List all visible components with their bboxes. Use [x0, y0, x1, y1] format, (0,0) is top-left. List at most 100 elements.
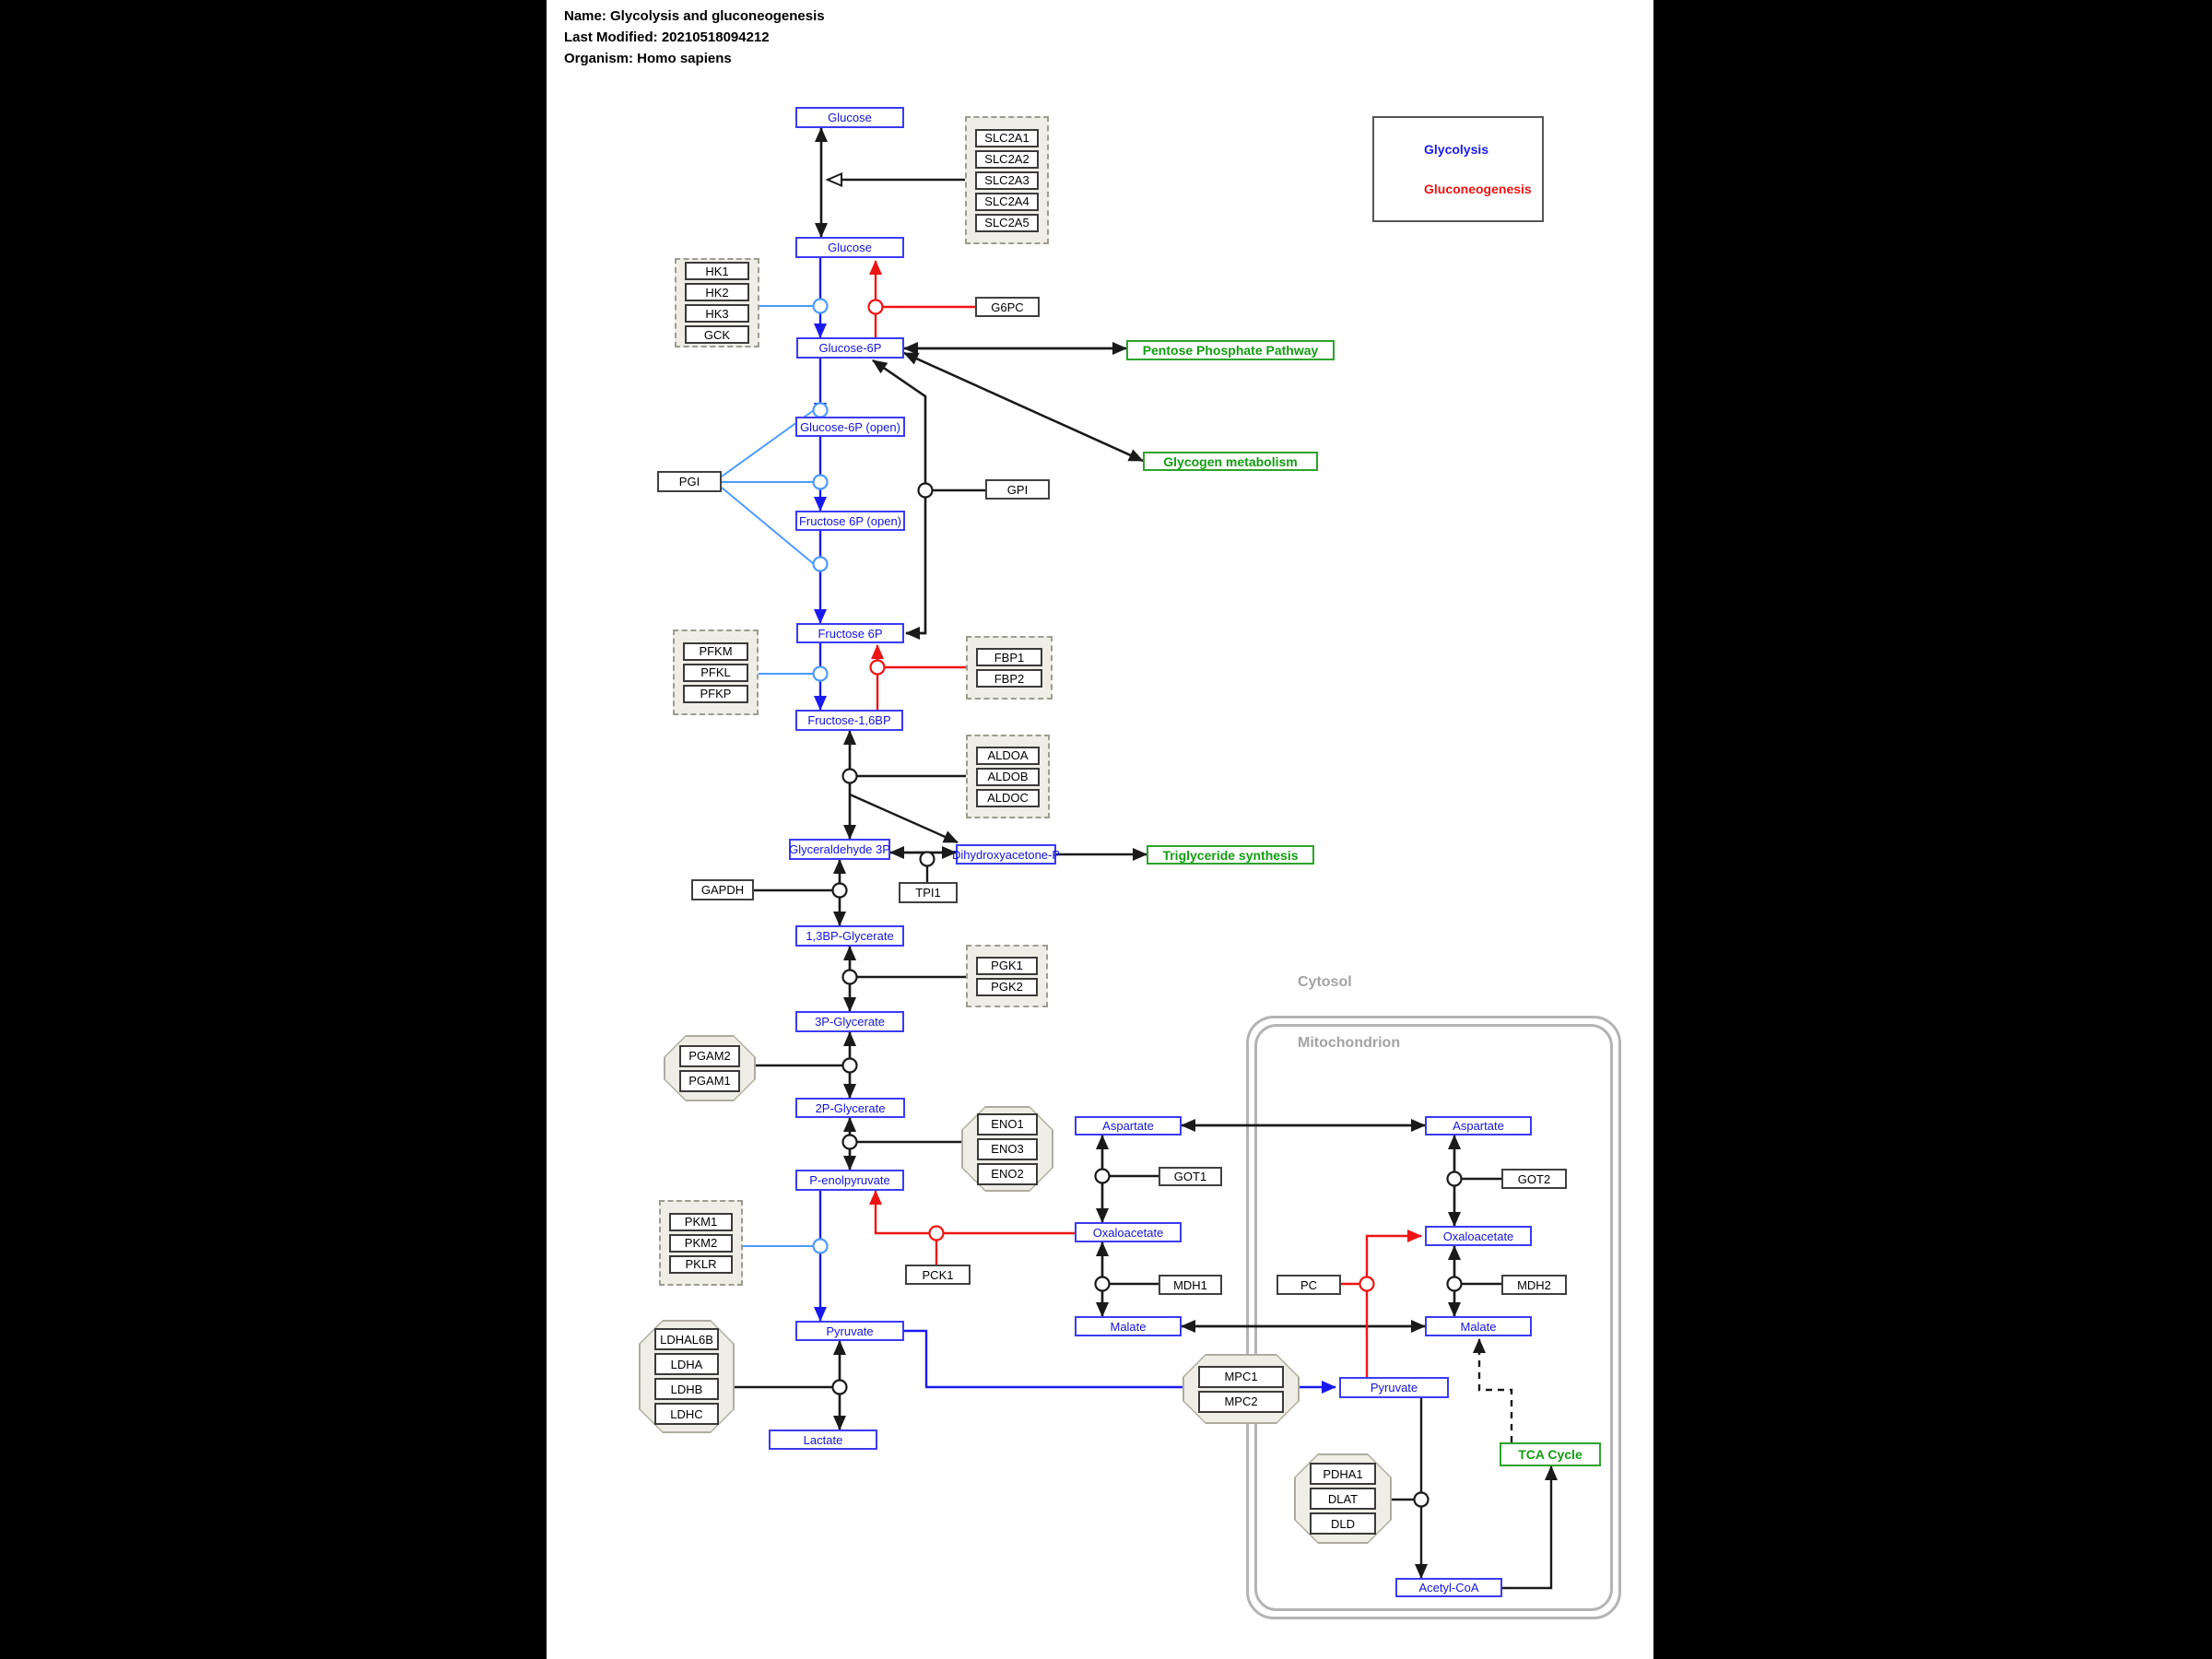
reaction-anchor[interactable]	[841, 768, 858, 784]
group-item-ldha[interactable]: LDHA	[654, 1353, 719, 1375]
edge-pyruvate-transport[interactable]	[904, 1329, 1336, 1394]
metabolite-oxaloacetate-cytosol[interactable]: Oxaloacetate	[1075, 1222, 1182, 1242]
edge-f6p-to-g6p-reversible-reverse[interactable]	[872, 359, 927, 635]
group-item-ldhc[interactable]: LDHC	[654, 1403, 719, 1425]
reaction-anchor[interactable]	[1094, 1276, 1111, 1292]
metabolite-malate-mito[interactable]: Malate	[1425, 1316, 1532, 1336]
metabolite-dihydroxyacetone-p[interactable]: Dihydroxyacetone-P	[952, 844, 1060, 865]
enzyme-gapdh[interactable]: GAPDH	[691, 879, 754, 900]
group-item-aldoa[interactable]: ALDOA	[976, 746, 1040, 765]
enzyme-g6pc[interactable]: G6PC	[975, 297, 1040, 317]
reaction-anchor[interactable]	[831, 882, 848, 899]
metabolite-aspartate-mito[interactable]: Aspartate	[1425, 1116, 1532, 1135]
group-item-slc2a4[interactable]: SLC2A4	[975, 192, 1039, 211]
edge-tca-to-malate[interactable]	[1473, 1338, 1513, 1442]
reaction-anchor[interactable]	[1413, 1491, 1430, 1508]
metabolite-glucose-6p[interactable]: Glucose-6P	[796, 337, 904, 359]
metabolite-glucose-6p-open[interactable]: Glucose-6P (open)	[795, 417, 905, 437]
group-item-mpc2[interactable]: MPC2	[1198, 1390, 1284, 1413]
group-item-eno2[interactable]: ENO2	[977, 1162, 1038, 1185]
enzyme-pck1[interactable]: PCK1	[905, 1265, 971, 1285]
enzyme-mdh1[interactable]: MDH1	[1159, 1275, 1222, 1295]
reaction-anchor[interactable]	[812, 298, 829, 314]
group-item-pfkm[interactable]: PFKM	[683, 641, 748, 661]
metabolite-pyruvate-mito[interactable]: Pyruvate	[1339, 1377, 1449, 1398]
group-item-pgk1[interactable]: PGK1	[976, 956, 1038, 975]
metabolite-fructose-16bp[interactable]: Fructose-1,6BP	[795, 710, 903, 731]
reaction-anchor[interactable]	[831, 1379, 848, 1395]
group-item-pkm1[interactable]: PKM1	[669, 1212, 733, 1231]
group-item-hk3[interactable]: HK3	[685, 304, 749, 323]
edge-g6p-to-glycogen-reverse[interactable]	[903, 351, 1144, 463]
reaction-anchor[interactable]	[812, 665, 829, 682]
group-item-dlat[interactable]: DLAT	[1310, 1488, 1376, 1510]
group-item-slc2a2[interactable]: SLC2A2	[975, 149, 1039, 169]
reaction-anchor[interactable]	[841, 1134, 858, 1150]
group-item-mpc1[interactable]: MPC1	[1198, 1365, 1284, 1388]
edge-f16bp-to-dhap[interactable]	[849, 793, 959, 844]
metabolite-acetyl-coa[interactable]: Acetyl-CoA	[1395, 1578, 1502, 1597]
group-item-pgam1[interactable]: PGAM1	[679, 1069, 740, 1092]
metabolite-oxaloacetate-mito[interactable]: Oxaloacetate	[1425, 1226, 1532, 1246]
metabolite-fructose-6p[interactable]: Fructose 6P	[796, 623, 904, 643]
group-item-pgk2[interactable]: PGK2	[976, 977, 1038, 996]
edge-acetylcoa-to-tca[interactable]	[1502, 1465, 1558, 1590]
reaction-anchor[interactable]	[928, 1225, 945, 1241]
metabolite-13bp-glycerate[interactable]: 1,3BP-Glycerate	[795, 925, 904, 947]
reaction-anchor[interactable]	[919, 851, 935, 867]
group-item-pklr[interactable]: PKLR	[669, 1254, 733, 1274]
metabolite-2p-glycerate[interactable]: 2P-Glycerate	[795, 1098, 905, 1118]
edge-oaa-to-pep[interactable]	[869, 1190, 1075, 1235]
enzyme-gpi[interactable]: GPI	[985, 479, 1050, 500]
pathway-triglyceride-synthesis[interactable]: Triglyceride synthesis	[1147, 845, 1314, 865]
group-item-ldhal6b[interactable]: LDHAL6B	[654, 1328, 719, 1350]
reaction-anchor[interactable]	[1094, 1168, 1111, 1184]
group-item-eno1[interactable]: ENO1	[977, 1112, 1038, 1135]
enzyme-mdh2[interactable]: MDH2	[1501, 1275, 1567, 1295]
group-fbp[interactable]	[966, 636, 1053, 700]
group-item-eno3[interactable]: ENO3	[977, 1137, 1038, 1160]
group-item-hk1[interactable]: HK1	[685, 262, 749, 280]
reaction-anchor[interactable]	[1446, 1276, 1463, 1292]
enzyme-got1[interactable]: GOT1	[1159, 1167, 1222, 1186]
enzyme-tpi1[interactable]: TPI1	[899, 882, 958, 903]
reaction-anchor[interactable]	[812, 474, 829, 490]
group-item-fbp1[interactable]: FBP1	[976, 648, 1042, 666]
metabolite-aspartate-cytosol[interactable]: Aspartate	[1075, 1116, 1182, 1135]
reaction-anchor[interactable]	[1359, 1276, 1375, 1292]
metabolite-glyceraldehyde-3p[interactable]: Glyceraldehyde 3P	[789, 839, 890, 860]
enzyme-pgi[interactable]: PGI	[657, 471, 722, 492]
edge-pgi-catalysis-3[interactable]	[721, 487, 815, 565]
group-item-ldhb[interactable]: LDHB	[654, 1378, 719, 1400]
metabolite-p-enolpyruvate[interactable]: P-enolpyruvate	[795, 1170, 904, 1191]
reaction-anchor[interactable]	[812, 402, 829, 418]
group-item-aldoc[interactable]: ALDOC	[976, 788, 1040, 807]
pathway-tca-cycle[interactable]: TCA Cycle	[1500, 1442, 1601, 1466]
metabolite-lactate[interactable]: Lactate	[769, 1430, 877, 1450]
reaction-anchor[interactable]	[917, 482, 934, 499]
pathway-glycogen-metabolism[interactable]: Glycogen metabolism	[1143, 452, 1318, 471]
metabolite-pyruvate-cytosol[interactable]: Pyruvate	[795, 1321, 904, 1341]
group-item-pkm2[interactable]: PKM2	[669, 1233, 733, 1253]
mitochondrion-membrane-outer[interactable]	[1246, 1016, 1621, 1619]
group-item-slc2a3[interactable]: SLC2A3	[975, 171, 1039, 190]
group-pgk[interactable]	[966, 945, 1048, 1007]
metabolite-glucose[interactable]: Glucose	[795, 237, 904, 258]
group-item-aldob[interactable]: ALDOB	[976, 767, 1040, 786]
group-item-pfkl[interactable]: PFKL	[683, 663, 748, 682]
reaction-anchor[interactable]	[841, 969, 858, 985]
group-item-pgam2[interactable]: PGAM2	[679, 1044, 740, 1067]
reaction-anchor[interactable]	[869, 659, 886, 676]
group-item-pdha1[interactable]: PDHA1	[1310, 1463, 1376, 1485]
reaction-anchor[interactable]	[867, 299, 884, 315]
reaction-anchor[interactable]	[1446, 1171, 1463, 1187]
metabolite-fructose-6p-open[interactable]: Fructose 6P (open)	[795, 511, 905, 531]
group-item-fbp2[interactable]: FBP2	[976, 669, 1042, 688]
reaction-anchor[interactable]	[812, 1238, 829, 1254]
pathway-canvas[interactable]: Name: Glycolysis and gluconeogenesis Las…	[547, 0, 1653, 1659]
group-item-slc2a1[interactable]: SLC2A1	[975, 128, 1039, 147]
group-item-gck[interactable]: GCK	[685, 325, 749, 344]
reaction-anchor[interactable]	[812, 556, 829, 572]
group-item-hk2[interactable]: HK2	[685, 283, 749, 301]
reaction-anchor[interactable]	[841, 1057, 858, 1074]
